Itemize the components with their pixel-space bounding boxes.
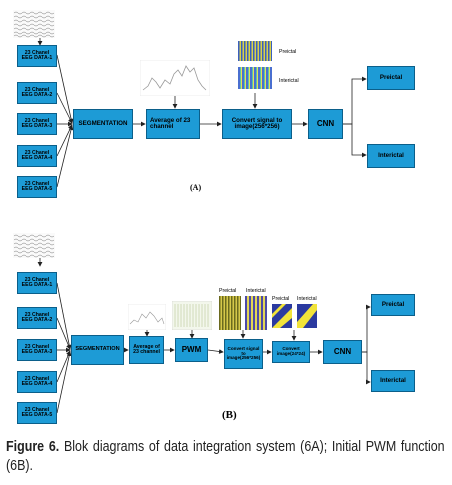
preictal-thumb-label: Preictal	[279, 49, 297, 55]
average-label: Average of 23 channel	[150, 116, 191, 130]
interictal-thumb-label: Interictal	[246, 288, 266, 294]
preictal-output-box: Preictal	[371, 294, 415, 316]
eeg-box-line2: EEG DATA-5	[21, 186, 53, 192]
figure-caption: Figure 6. Blok diagrams of data integrat…	[6, 438, 445, 476]
eeg-box-line2: EEG DATA-2	[21, 317, 53, 323]
eeg-waveform-thumbnail	[13, 233, 55, 258]
eeg-box-line1: 23 Chanel	[24, 343, 50, 350]
preictal-output-box: Preictal	[367, 66, 415, 90]
figure-number: Figure 6.	[6, 439, 60, 455]
interictal-image-thumbnail	[238, 67, 272, 89]
pwm-box: PWM	[175, 338, 208, 362]
cnn-box: CNN	[323, 340, 362, 364]
eeg-box-line1: 23 Chanel	[24, 311, 50, 318]
eeg-box-line2: EEG DATA-2	[21, 92, 53, 98]
eeg-box-line2: EEG DATA-1	[21, 282, 53, 288]
segmentation-label: SEGMENTATION	[75, 346, 120, 353]
preictal-image-thumbnail	[238, 41, 272, 61]
interictal-small-image-thumbnail	[297, 304, 317, 328]
eeg-waveform-thumbnail	[13, 10, 55, 38]
eeg-box-line1: 23 Chanel	[24, 149, 50, 156]
eeg-box-line2: EEG DATA-4	[21, 155, 53, 161]
average-channel-box: Average of 23 channel	[129, 336, 164, 364]
eeg-box-line2: EEG DATA-5	[21, 412, 53, 418]
interictal-output-box: Interictal	[367, 144, 415, 168]
cnn-label: CNN	[316, 118, 335, 128]
interictal-thumb-label: Interictal	[279, 78, 299, 84]
eeg-box-line2: EEG DATA-3	[21, 349, 53, 355]
eeg-box-line1: 23 Chanel	[24, 49, 50, 56]
eeg-box-line1: 23 Chanel	[24, 406, 50, 413]
eeg-box-line1: 23 Chanel	[24, 86, 50, 93]
average-signal-plot	[128, 304, 166, 330]
segmentation-box: SEGMENTATION	[71, 335, 124, 365]
cnn-box: CNN	[308, 109, 343, 139]
interictal-image-thumbnail	[245, 296, 267, 330]
convert-signal-box: Convert signal to image(256*256)	[222, 109, 292, 139]
preictal-label: Preictal	[379, 73, 403, 81]
panel-b-label: (B)	[222, 409, 237, 421]
segmentation-box: SEGMENTATION	[73, 109, 133, 139]
caption-text: Blok diagrams of data integration system…	[6, 439, 445, 474]
eeg-box-line1: 23 Chanel	[24, 180, 50, 187]
convert-label: Convert signal to image(256*256)	[226, 345, 261, 361]
eeg-box-line1: 23 Chanel	[24, 276, 50, 283]
convert-image-label: Convert image(24*24)	[276, 346, 306, 356]
preictal-small-image-thumbnail	[272, 304, 292, 328]
convert-signal-box: Convert signal to image(256*256)	[224, 339, 263, 369]
interictal-label: Interictal	[378, 151, 404, 159]
pwm-label: PWM	[181, 344, 202, 354]
segmentation-label: SEGMENTATION	[78, 119, 128, 127]
average-signal-plot	[140, 60, 210, 96]
eeg-box-line1: 23 Chanel	[24, 117, 50, 124]
preictal-label: Preictal	[381, 300, 405, 308]
eeg-box-line2: EEG DATA-4	[21, 381, 53, 387]
average-label: Average of 23 channel	[133, 343, 160, 355]
preictal-thumb-label: Preictal	[219, 288, 237, 294]
preictal-image-thumbnail	[219, 296, 241, 330]
panel-a-label: (A)	[190, 183, 202, 192]
convert-label: Convert signal to image(256*256)	[231, 116, 283, 130]
interictal-output-box: Interictal	[371, 370, 415, 392]
convert-image-box: Convert image(24*24)	[272, 341, 310, 363]
eeg-box-line2: EEG DATA-3	[21, 123, 53, 129]
preictal-thumb-label: Preictal	[272, 296, 290, 302]
interictal-label: Interictal	[380, 376, 406, 384]
pwm-waveform-plot	[172, 301, 212, 330]
interictal-thumb-label: Interictal	[297, 296, 317, 302]
eeg-box-line1: 23 Chanel	[24, 375, 50, 382]
cnn-label: CNN	[333, 346, 352, 356]
average-channel-box: Average of 23 channel	[146, 109, 200, 139]
eeg-box-line2: EEG DATA-1	[21, 55, 53, 61]
